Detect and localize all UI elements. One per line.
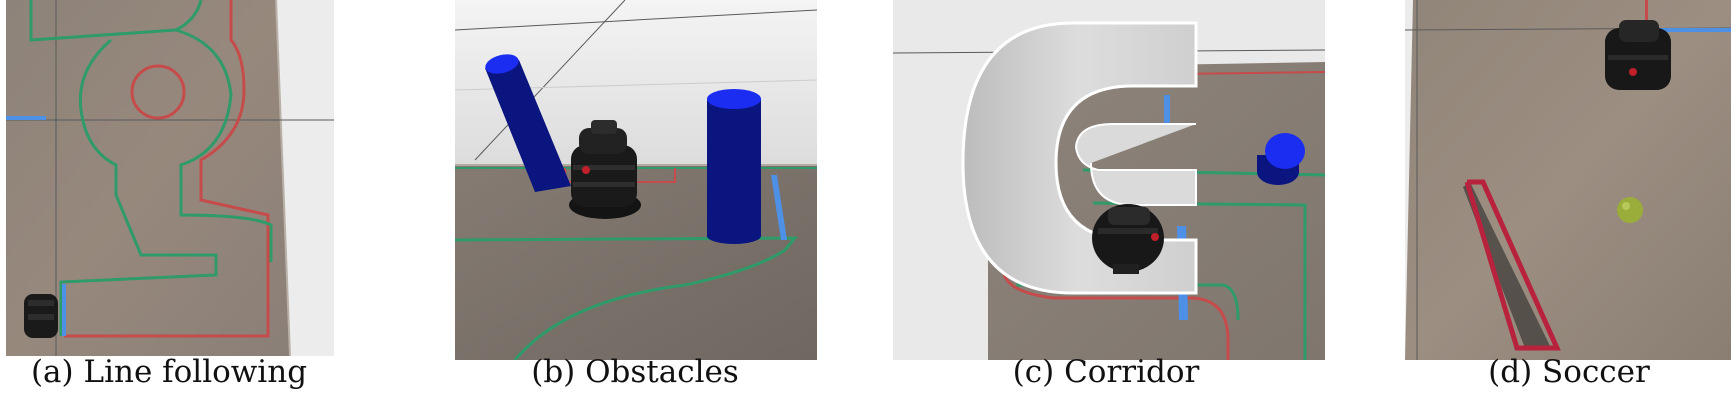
red-line [1645,0,1648,30]
soccer-image [1405,0,1731,360]
red-line-track [64,0,270,338]
red-line-track [1001,269,1230,360]
panel-line-following [6,0,334,356]
panel-corridor [893,0,1325,360]
blue-tape [771,175,787,240]
caption-corridor: (c) Corridor [1012,354,1200,390]
red-circle [130,64,186,120]
ball [1617,197,1643,223]
robot [1605,20,1671,90]
robot [1092,204,1164,274]
panel-soccer [1405,0,1731,360]
robot [24,294,58,338]
obstacle-cylinder-left [485,54,571,192]
obstacle-cylinder-right [707,89,761,244]
caption-obstacles: (b) Obstacles [531,354,739,390]
robot [569,120,641,219]
green-line-track [29,0,273,336]
corridor-wall-inner [1074,123,1197,206]
corridor-wall [961,21,1198,295]
obstacles-image [455,0,817,360]
blue-tape-top [1164,95,1170,125]
blue-tape [1645,28,1731,32]
goal [1463,179,1561,351]
corridor-image [893,0,1325,360]
blue-tape-start [62,284,66,336]
line-following-image [6,0,334,356]
green-line-track [455,236,799,360]
caption-line-following: (a) Line following [30,354,308,390]
panel-obstacles [455,0,817,360]
blue-tape [6,116,46,120]
floor [1405,0,1731,360]
floor [6,0,290,356]
obstacle-cylinder [1257,133,1305,185]
caption-soccer: (d) Soccer [1488,354,1650,390]
